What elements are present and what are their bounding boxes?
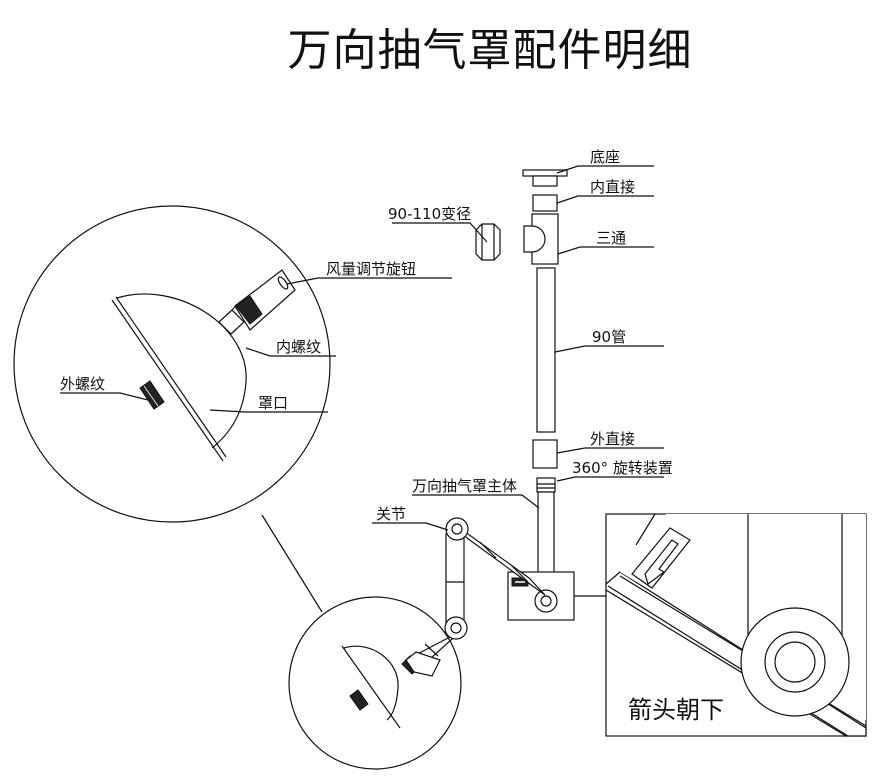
label-pipe-90: 90管 — [592, 328, 626, 346]
arrow-inset — [605, 513, 867, 737]
label-inner-straight: 内直接 — [590, 178, 635, 196]
detail-circle-large — [13, 205, 331, 523]
label-arrow-down: 箭头朝下 — [628, 696, 724, 724]
main-body-part — [507, 491, 575, 621]
label-rotation-device: 360° 旋转装置 — [572, 459, 673, 477]
pipe-90-part — [536, 267, 556, 433]
label-reducer: 90-110变径 — [388, 205, 471, 223]
small-hood-detail — [341, 645, 441, 729]
circle-connector-line — [261, 514, 323, 613]
label-hood-mouth: 罩口 — [258, 394, 288, 412]
label-outer-straight: 外直接 — [590, 430, 635, 448]
outer-thread-detail — [139, 380, 165, 410]
label-main-body: 万向抽气罩主体 — [412, 477, 517, 495]
base-part — [522, 169, 568, 187]
outer-straight-part — [532, 439, 558, 469]
label-tee: 三通 — [596, 229, 626, 247]
label-knob: 风量调节旋钮 — [326, 260, 416, 278]
page-title: 万向抽气罩配件明细 — [287, 25, 693, 76]
label-joint: 关节 — [376, 505, 406, 523]
hood-detail — [111, 293, 247, 462]
inner-straight-part — [532, 194, 558, 212]
label-outer-thread: 外螺纹 — [60, 375, 105, 393]
rotation-device-part — [536, 477, 556, 493]
detail-circle-small — [288, 596, 462, 770]
knob-detail — [234, 269, 296, 331]
label-inner-thread: 内螺纹 — [276, 338, 321, 356]
tee-part — [523, 213, 559, 265]
label-base: 底座 — [590, 148, 620, 166]
reducer-part — [475, 223, 501, 261]
joint-part — [444, 517, 469, 640]
leader-lines — [60, 165, 664, 531]
